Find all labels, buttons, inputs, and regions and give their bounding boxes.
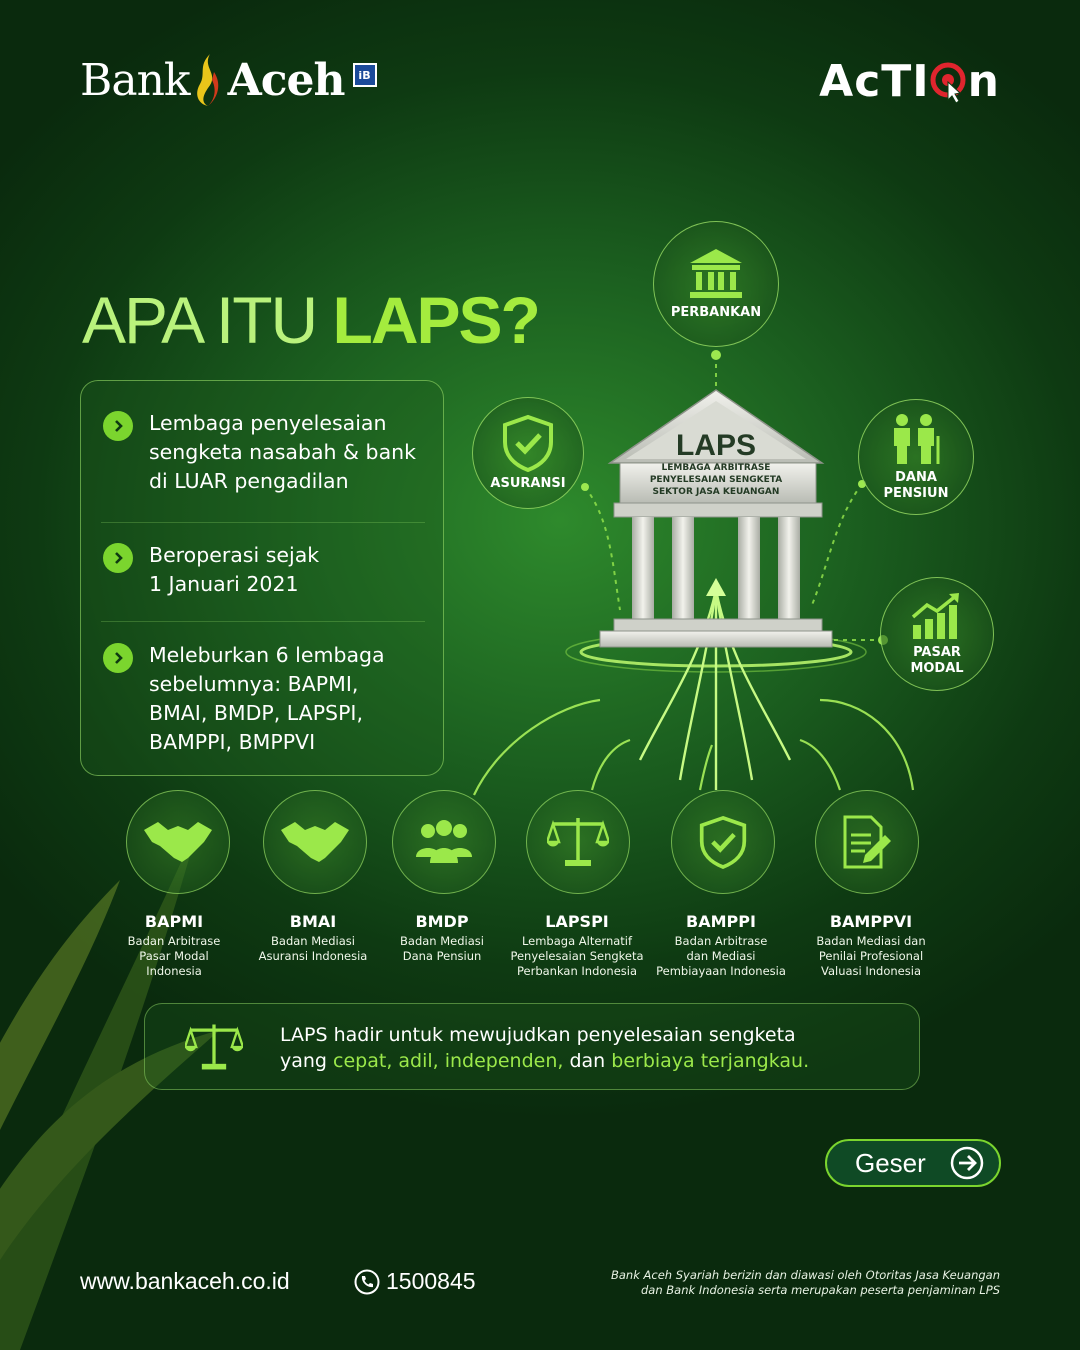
sector-label-line1: PASAR <box>913 645 961 660</box>
arrow-right-circle-icon <box>950 1146 984 1180</box>
divider <box>101 522 425 523</box>
bank-icon <box>690 249 742 298</box>
info-item: Beroperasi sejak 1 Januari 2021 <box>103 541 433 599</box>
document-pen-icon <box>843 815 891 869</box>
sector-dana-pensiun: DANA PENSIUN <box>858 399 974 515</box>
sector-pasar-modal: PASAR MODAL <box>880 577 994 691</box>
divider <box>101 621 425 622</box>
institution-name: BAMPPVI <box>829 912 913 931</box>
sector-label-line2: PENSIUN <box>883 486 949 501</box>
institution-name: BAMPPI <box>686 912 756 931</box>
ib-badge: iB <box>352 63 377 87</box>
chevron-right-icon <box>103 411 133 441</box>
title-part1: APA ITU <box>82 283 333 357</box>
laps-line3: SEKTOR JASA KEUANGAN <box>652 487 780 497</box>
chevron-right-icon <box>103 543 133 573</box>
handshake-icon <box>281 822 349 862</box>
institution-lapspi-circle <box>526 790 630 894</box>
shield-check-icon <box>503 414 553 472</box>
brand-aceh-text: Aceh <box>227 54 346 106</box>
action-suffix: n <box>967 56 1000 107</box>
statement-box: LAPS hadir untuk mewujudkan penyelesaian… <box>144 1003 920 1090</box>
highlight-2: berbiaya terjangkau. <box>611 1050 810 1072</box>
phone-contact[interactable]: 1500845 <box>354 1268 476 1295</box>
info-item: Meleburkan 6 lembaga sebelumnya: BAPMI, … <box>103 641 433 757</box>
flame-icon <box>196 54 218 106</box>
scales-icon <box>547 818 609 866</box>
laps-sign: LAPS LEMBAGA ARBITRASE PENYELESAIAN SENG… <box>620 430 812 498</box>
sector-asuransi: ASURANSI <box>472 397 584 509</box>
institution-name: BAPMI <box>144 912 204 931</box>
group-people-icon <box>416 820 472 863</box>
action-logo: AcTI n <box>819 56 1000 107</box>
geser-button[interactable]: Geser <box>825 1139 1001 1187</box>
elderly-couple-icon <box>894 414 940 464</box>
institution-name: LAPSPI <box>545 912 609 931</box>
scales-icon <box>185 1024 243 1070</box>
institution-bmai-circle <box>263 790 367 894</box>
statement-line2: yang cepat, adil, independen, dan berbia… <box>280 1050 810 1072</box>
institution-name: BMAI <box>289 912 337 931</box>
shield-check-icon <box>699 815 747 869</box>
growth-chart-icon <box>911 593 959 639</box>
info-text: Beroperasi sejak 1 Januari 2021 <box>149 543 320 596</box>
sector-label-line1: DANA <box>895 470 937 485</box>
laps-line2: PENYELESAIAN SENGKETA <box>649 475 783 485</box>
page-title: APA ITU LAPS? <box>82 282 541 358</box>
info-text: Meleburkan 6 lembaga sebelumnya: BAPMI, … <box>149 643 385 754</box>
laps-name: LAPS <box>675 429 756 462</box>
sector-label-line2: MODAL <box>910 661 964 676</box>
institution-name: BMDP <box>415 912 469 931</box>
sector-perbankan: PERBANKAN <box>653 221 779 347</box>
phone-icon <box>354 1269 380 1294</box>
disclaimer: Bank Aceh Syariah berizin dan diawasi ol… <box>611 1268 1000 1297</box>
phone-number: 1500845 <box>386 1268 476 1294</box>
institution-bamppvi-circle <box>815 790 919 894</box>
target-pointer-icon <box>930 62 966 104</box>
bank-aceh-logo: Bank Aceh iB <box>80 52 377 108</box>
sector-label: ASURANSI <box>490 476 566 491</box>
website-link[interactable]: www.bankaceh.co.id <box>80 1268 290 1294</box>
institution-bapmi-circle <box>126 790 230 894</box>
laps-line1: LEMBAGA ARBITRASE <box>661 463 771 473</box>
info-text: Lembaga penyelesaian sengketa nasabah & … <box>149 411 416 493</box>
statement-text: LAPS hadir untuk mewujudkan penyelesaian… <box>280 1022 809 1074</box>
chevron-right-icon <box>103 643 133 673</box>
geser-label: Geser <box>855 1147 926 1178</box>
title-part2: LAPS? <box>332 283 541 357</box>
institution-bamppi-circle <box>671 790 775 894</box>
statement-line1: LAPS hadir untuk mewujudkan penyelesaian… <box>280 1024 796 1046</box>
institution-bmdp-circle <box>392 790 496 894</box>
plant-decoration <box>0 820 220 1350</box>
handshake-icon <box>144 822 212 862</box>
sector-label: PERBANKAN <box>670 305 762 320</box>
info-item: Lembaga penyelesaian sengketa nasabah & … <box>103 409 433 496</box>
info-card: Lembaga penyelesaian sengketa nasabah & … <box>80 380 444 776</box>
brand-bank-text: Bank <box>80 54 191 106</box>
action-prefix: AcTI <box>819 56 930 107</box>
highlight-1: cepat, adil, independen, <box>333 1050 564 1072</box>
laps-building <box>599 389 833 648</box>
